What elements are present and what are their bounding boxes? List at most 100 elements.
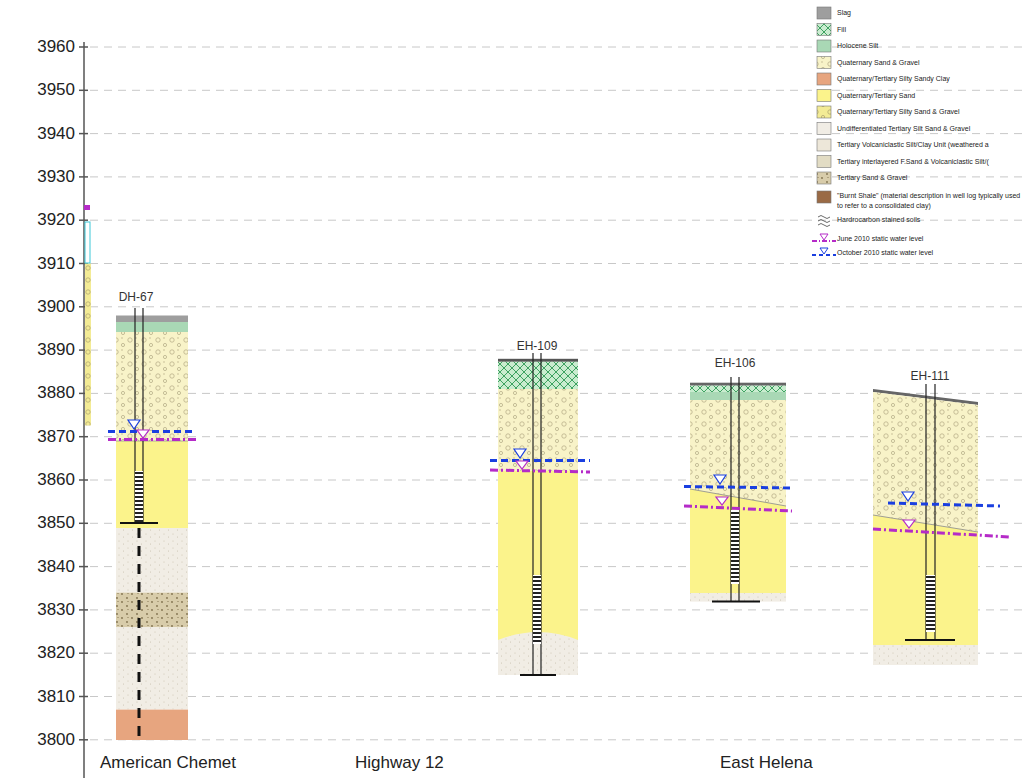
grid-lines — [90, 133, 1028, 134]
legend-text: Quaternary Sand & Gravel — [837, 58, 920, 68]
elevation-tick: 3860 — [0, 470, 75, 490]
elevation-axis — [79, 566, 88, 568]
well-log-eh-109 — [498, 359, 578, 362]
well-log-eh-111 — [926, 575, 935, 632]
well-name: EH-109 — [515, 339, 560, 353]
legend-color — [817, 191, 831, 203]
legend-text: Quaternary/Tertiary Silty Sandy Clay — [837, 74, 950, 84]
elevation-tick: 3950 — [0, 80, 75, 100]
well-log: EH-111 — [873, 389, 978, 665]
well-log-dh-67 — [116, 627, 188, 710]
legend-swatch — [820, 234, 828, 240]
legend-swatch — [817, 57, 831, 69]
legend-swatch — [817, 106, 831, 118]
legend-swatch — [817, 139, 831, 151]
legend-swatch — [817, 24, 831, 36]
well-log-dh-67 — [137, 430, 149, 438]
grid-lines — [90, 47, 1028, 48]
elevation-axis — [79, 479, 88, 481]
legend-swatch — [817, 57, 831, 69]
well-log-dh-67 — [108, 430, 196, 433]
grid-lines — [90, 263, 1028, 264]
well-log-dh-67 — [120, 522, 158, 524]
well-log-eh-109 — [514, 449, 526, 458]
legend-text: Quaternary/Tertiary Silty Sand & Gravel — [837, 107, 960, 117]
well-log-eh-109 — [490, 470, 590, 472]
legend-swatch — [817, 73, 831, 85]
well-log-eh-111 — [903, 520, 915, 528]
grid-lines — [90, 739, 1028, 740]
elevation-tick: 3870 — [0, 427, 75, 447]
elevation-tick: 3880 — [0, 383, 75, 403]
well-log-dh-67 — [135, 471, 143, 523]
legend-text: October 2010 static water level — [837, 248, 933, 258]
legend-text: Slag — [837, 8, 851, 18]
legend-text: Tertiary interlayered F.Sand & Volcanicl… — [837, 157, 989, 167]
elevation-tick: 3820 — [0, 643, 75, 663]
legend-text: Undifferentiated Tertiary Silt Sand & Gr… — [837, 124, 970, 134]
well-log-eh-109 — [490, 459, 590, 462]
elevation-axis — [79, 133, 88, 135]
well-log-eh-106 — [690, 392, 786, 400]
well-log-eh-106 — [690, 383, 786, 386]
legend-color — [817, 73, 831, 85]
well-log-eh-111 — [902, 492, 914, 501]
legend-text: "Burnt Shale" (material description in w… — [837, 191, 1023, 211]
well-log-eh-109 — [533, 575, 541, 644]
well-log-dh-67 — [108, 438, 196, 441]
well-log-eh-109 — [498, 362, 578, 389]
well-log-eh-109 — [520, 674, 556, 676]
well-log-eh-106 — [714, 475, 726, 484]
well-log-dh-67 — [116, 316, 188, 323]
site-name: East Helena — [720, 753, 813, 773]
well-log-eh-106 — [731, 510, 739, 584]
elevation-tick: 3910 — [0, 254, 75, 274]
legend-text: Holocene Silt — [837, 41, 878, 51]
elevation-tick: 3960 — [0, 37, 75, 57]
legend-swatch — [817, 40, 831, 52]
elevation-axis — [79, 46, 88, 48]
well-log-dh-67 — [116, 441, 188, 528]
partial-well-log — [84, 205, 91, 426]
well-log-eh-106 — [690, 489, 786, 506]
elevation-axis — [83, 42, 85, 778]
elevation-axis — [79, 90, 88, 92]
well-log-dh-67 — [108, 308, 196, 740]
site-name: Highway 12 — [355, 753, 444, 773]
well-log: DH-67 — [116, 316, 188, 741]
well-log-eh-106 — [690, 489, 786, 593]
well-name: EH-111 — [909, 369, 952, 383]
well-log-dh-67 — [116, 528, 188, 593]
legend-text: June 2010 static water level — [837, 234, 923, 244]
well-name: EH-106 — [713, 356, 758, 370]
site-name: American Chemet — [100, 753, 236, 773]
legend-swatch — [817, 24, 831, 36]
well-log-eh-106 — [690, 593, 786, 602]
legend-swatch — [817, 7, 831, 19]
well-log: EH-109 — [498, 359, 578, 675]
elevation-axis — [79, 739, 88, 741]
well-log-dh-67 — [116, 322, 188, 332]
well-log-eh-111 — [905, 639, 955, 641]
legend-swatch — [818, 216, 830, 227]
well-log-eh-106 — [716, 497, 728, 505]
elevation-tick: 3810 — [0, 687, 75, 707]
grid-lines — [90, 90, 1028, 91]
legend-swatch — [817, 191, 831, 203]
well-log-dh-67 — [138, 528, 141, 740]
elevation-tick: 3890 — [0, 340, 75, 360]
elevation-tick: 3840 — [0, 557, 75, 577]
well-log-dh-67 — [116, 332, 188, 441]
elevation-tick: 3830 — [0, 600, 75, 620]
legend-color — [817, 139, 831, 151]
elevation-axis — [79, 696, 88, 698]
well-log-eh-109 — [498, 389, 578, 471]
legend-swatch — [812, 234, 836, 241]
elevation-axis — [79, 652, 88, 654]
legend-swatch — [817, 106, 831, 118]
well-log: EH-106 — [690, 383, 786, 602]
legend-swatch — [817, 123, 831, 135]
legend-swatch — [817, 172, 831, 184]
legend-swatch — [812, 248, 836, 255]
